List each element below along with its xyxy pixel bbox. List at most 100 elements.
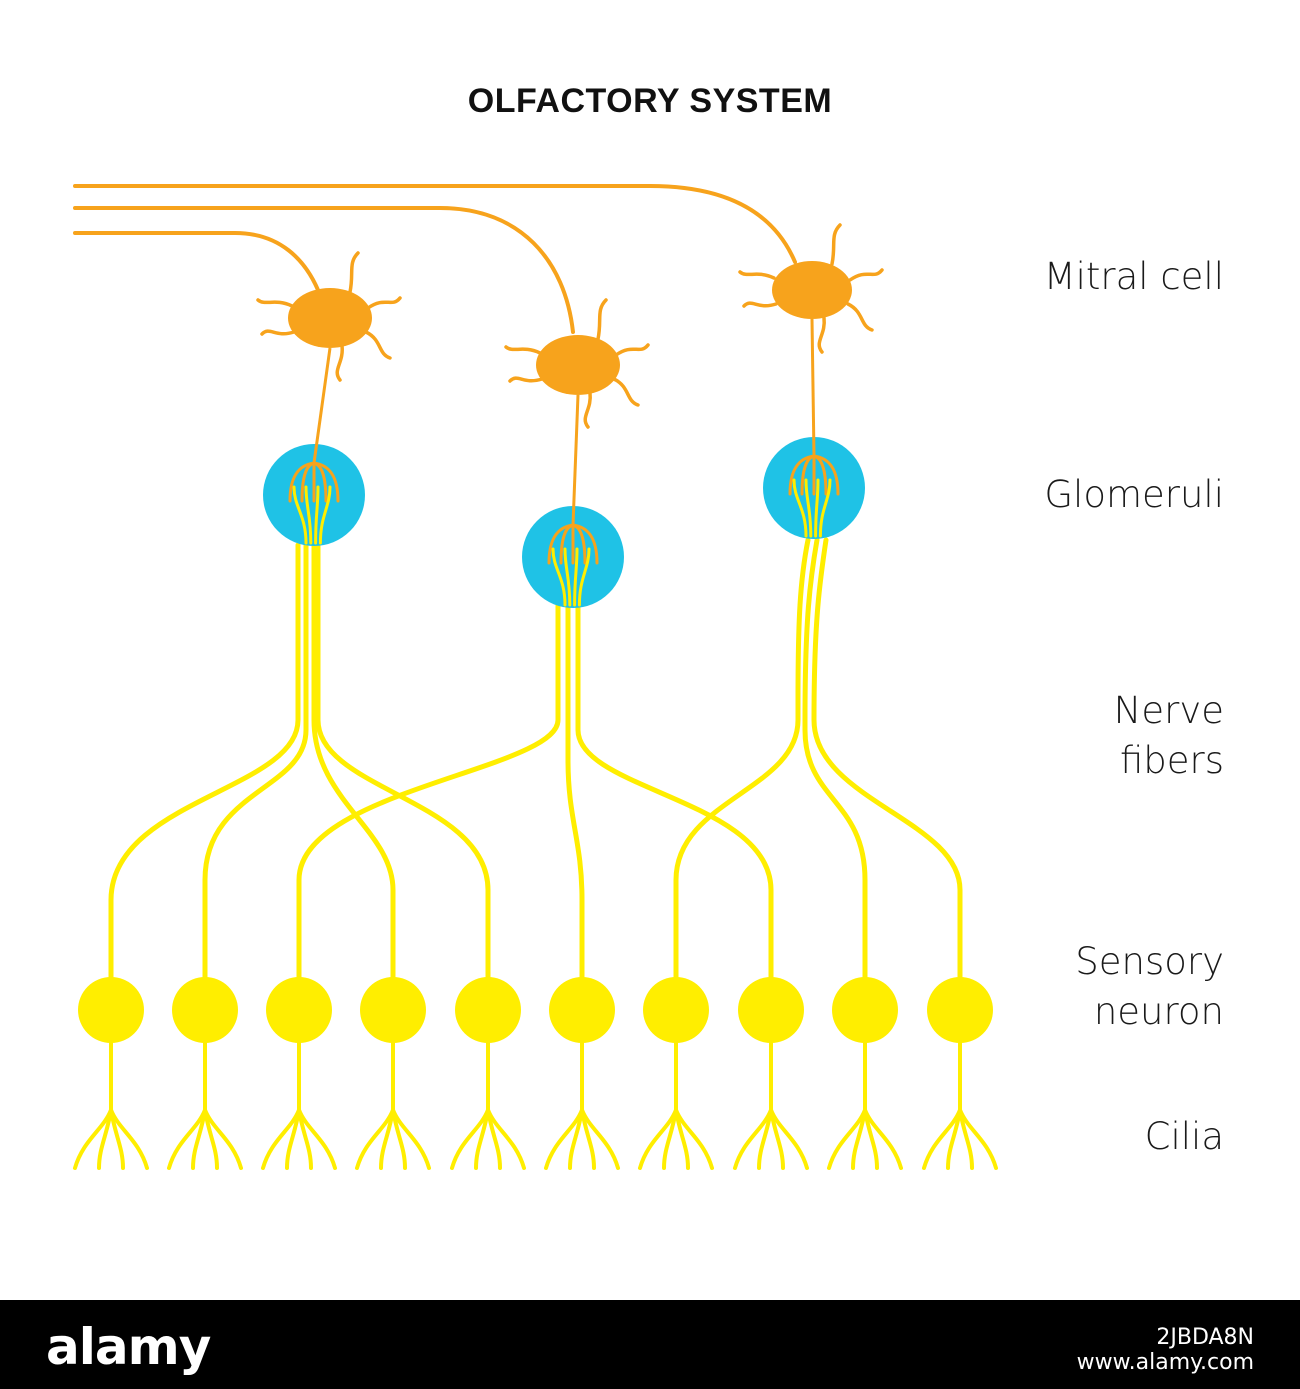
cilium xyxy=(662,1108,678,1170)
cilium xyxy=(946,1108,962,1170)
cilium xyxy=(379,1108,395,1170)
mitral-cell-body xyxy=(288,288,372,348)
cilia-group xyxy=(73,1038,998,1170)
mitral-process xyxy=(830,223,842,266)
mitral-axons xyxy=(73,184,797,334)
mitral-dendrite-tuft xyxy=(312,461,340,503)
cilium xyxy=(285,1108,301,1170)
nerve-fibers xyxy=(108,537,963,988)
mitral-process xyxy=(848,268,884,282)
nerve-fiber xyxy=(575,597,774,988)
mitral-process xyxy=(846,302,874,332)
mitral-process xyxy=(348,251,360,294)
mitral-process xyxy=(738,270,776,280)
sensory-terminal-branch xyxy=(573,547,579,607)
alamy-logo: alamy xyxy=(46,1318,211,1376)
mitral-process xyxy=(742,301,778,308)
nerve-fiber xyxy=(311,542,396,988)
mitral-process xyxy=(504,345,542,355)
nerve-fiber xyxy=(673,537,811,988)
sensory-terminal-branch xyxy=(818,478,832,538)
mitral-process xyxy=(335,344,344,382)
nerve-fiber xyxy=(315,542,491,988)
mitral-dendrite xyxy=(810,318,816,457)
diagram-title: OLFACTORY SYSTEM xyxy=(467,82,833,120)
sensory-neuron-body xyxy=(927,977,993,1043)
mitral-dendrite-tuft xyxy=(812,454,840,496)
mitral-dendrite-tuft xyxy=(800,454,816,496)
cilium xyxy=(109,1108,149,1170)
image-id: 2JBDA8N xyxy=(1156,1325,1254,1350)
mitral-process xyxy=(260,329,296,336)
mitral-cell-body xyxy=(536,335,620,395)
mitral-process xyxy=(817,316,826,354)
sensory-terminal-branch xyxy=(551,547,567,607)
sensory-neuron-body xyxy=(360,977,426,1043)
nerve-fiber xyxy=(108,542,301,988)
cilium xyxy=(769,1108,809,1170)
glomeruli-group xyxy=(263,437,865,608)
sensory-neuron-body xyxy=(266,977,332,1043)
site-url: www.alamy.com xyxy=(1076,1350,1254,1375)
label-cilia: Cilia xyxy=(1144,1115,1224,1158)
footer-bar: alamy 2JBDA8N www.alamy.com xyxy=(0,1300,1300,1389)
mitral-dendrite-tuft xyxy=(300,461,316,503)
sensory-neurons xyxy=(78,977,993,1043)
sensory-terminal-branch xyxy=(304,485,313,545)
sensory-neuron-body xyxy=(832,977,898,1043)
sensory-neuron-body xyxy=(78,977,144,1043)
label-glomeruli: Glomeruli xyxy=(1044,473,1224,516)
cilium xyxy=(191,1108,207,1170)
sensory-neuron-body xyxy=(172,977,238,1043)
cilium xyxy=(851,1108,867,1170)
sensory-neuron-body xyxy=(455,977,521,1043)
sensory-terminal-branch xyxy=(314,485,320,545)
mitral-process xyxy=(583,391,592,429)
nerve-fiber xyxy=(802,537,868,988)
label-nerve-fibers: Nerve fibers xyxy=(1113,689,1224,782)
cilium xyxy=(580,1108,620,1170)
cilium xyxy=(863,1108,903,1170)
cilium xyxy=(757,1108,773,1170)
nerve-fiber xyxy=(202,542,309,988)
sensory-terminal-branch xyxy=(792,478,808,538)
cilium xyxy=(568,1108,584,1170)
sensory-terminal-branch xyxy=(804,478,813,538)
cilium xyxy=(674,1108,714,1170)
mitral-dendrite xyxy=(312,347,332,464)
sensory-neuron-body xyxy=(549,977,615,1043)
nerve-fiber xyxy=(296,597,561,988)
mitral-cell-body xyxy=(772,261,852,319)
cilium xyxy=(474,1108,490,1170)
cilium xyxy=(203,1108,243,1170)
cilium xyxy=(297,1108,337,1170)
sensory-neuron-body xyxy=(643,977,709,1043)
sensory-terminal-branch xyxy=(318,485,332,545)
mitral-dendrite-tuft xyxy=(559,523,575,565)
sensory-terminal-branch xyxy=(563,547,572,607)
sensory-neuron-body xyxy=(738,977,804,1043)
glomerulus-branches xyxy=(288,454,840,607)
mitral-process xyxy=(366,296,402,310)
mitral-process xyxy=(614,343,650,357)
olfactory-diagram xyxy=(73,184,998,1170)
sensory-terminal-branch xyxy=(292,485,308,545)
axon-line xyxy=(73,184,797,264)
mitral-process xyxy=(612,377,640,407)
mitral-process xyxy=(596,298,608,341)
axon-line xyxy=(73,231,320,292)
label-mitral-cell: Mitral cell xyxy=(1043,255,1224,298)
nerve-fiber xyxy=(811,537,963,988)
cilium xyxy=(97,1108,113,1170)
mitral-dendrite-tuft xyxy=(571,523,599,565)
mitral-dendrite xyxy=(571,394,580,526)
mitral-process xyxy=(256,298,294,308)
sensory-terminal-branch xyxy=(814,478,820,538)
label-sensory-neuron: Sensory neuron xyxy=(1075,940,1224,1033)
mitral-process xyxy=(508,376,544,383)
mitral-process xyxy=(364,330,392,360)
cilium xyxy=(958,1108,998,1170)
cilium xyxy=(391,1108,431,1170)
axon-line xyxy=(73,206,575,334)
sensory-terminal-branch xyxy=(577,547,591,607)
